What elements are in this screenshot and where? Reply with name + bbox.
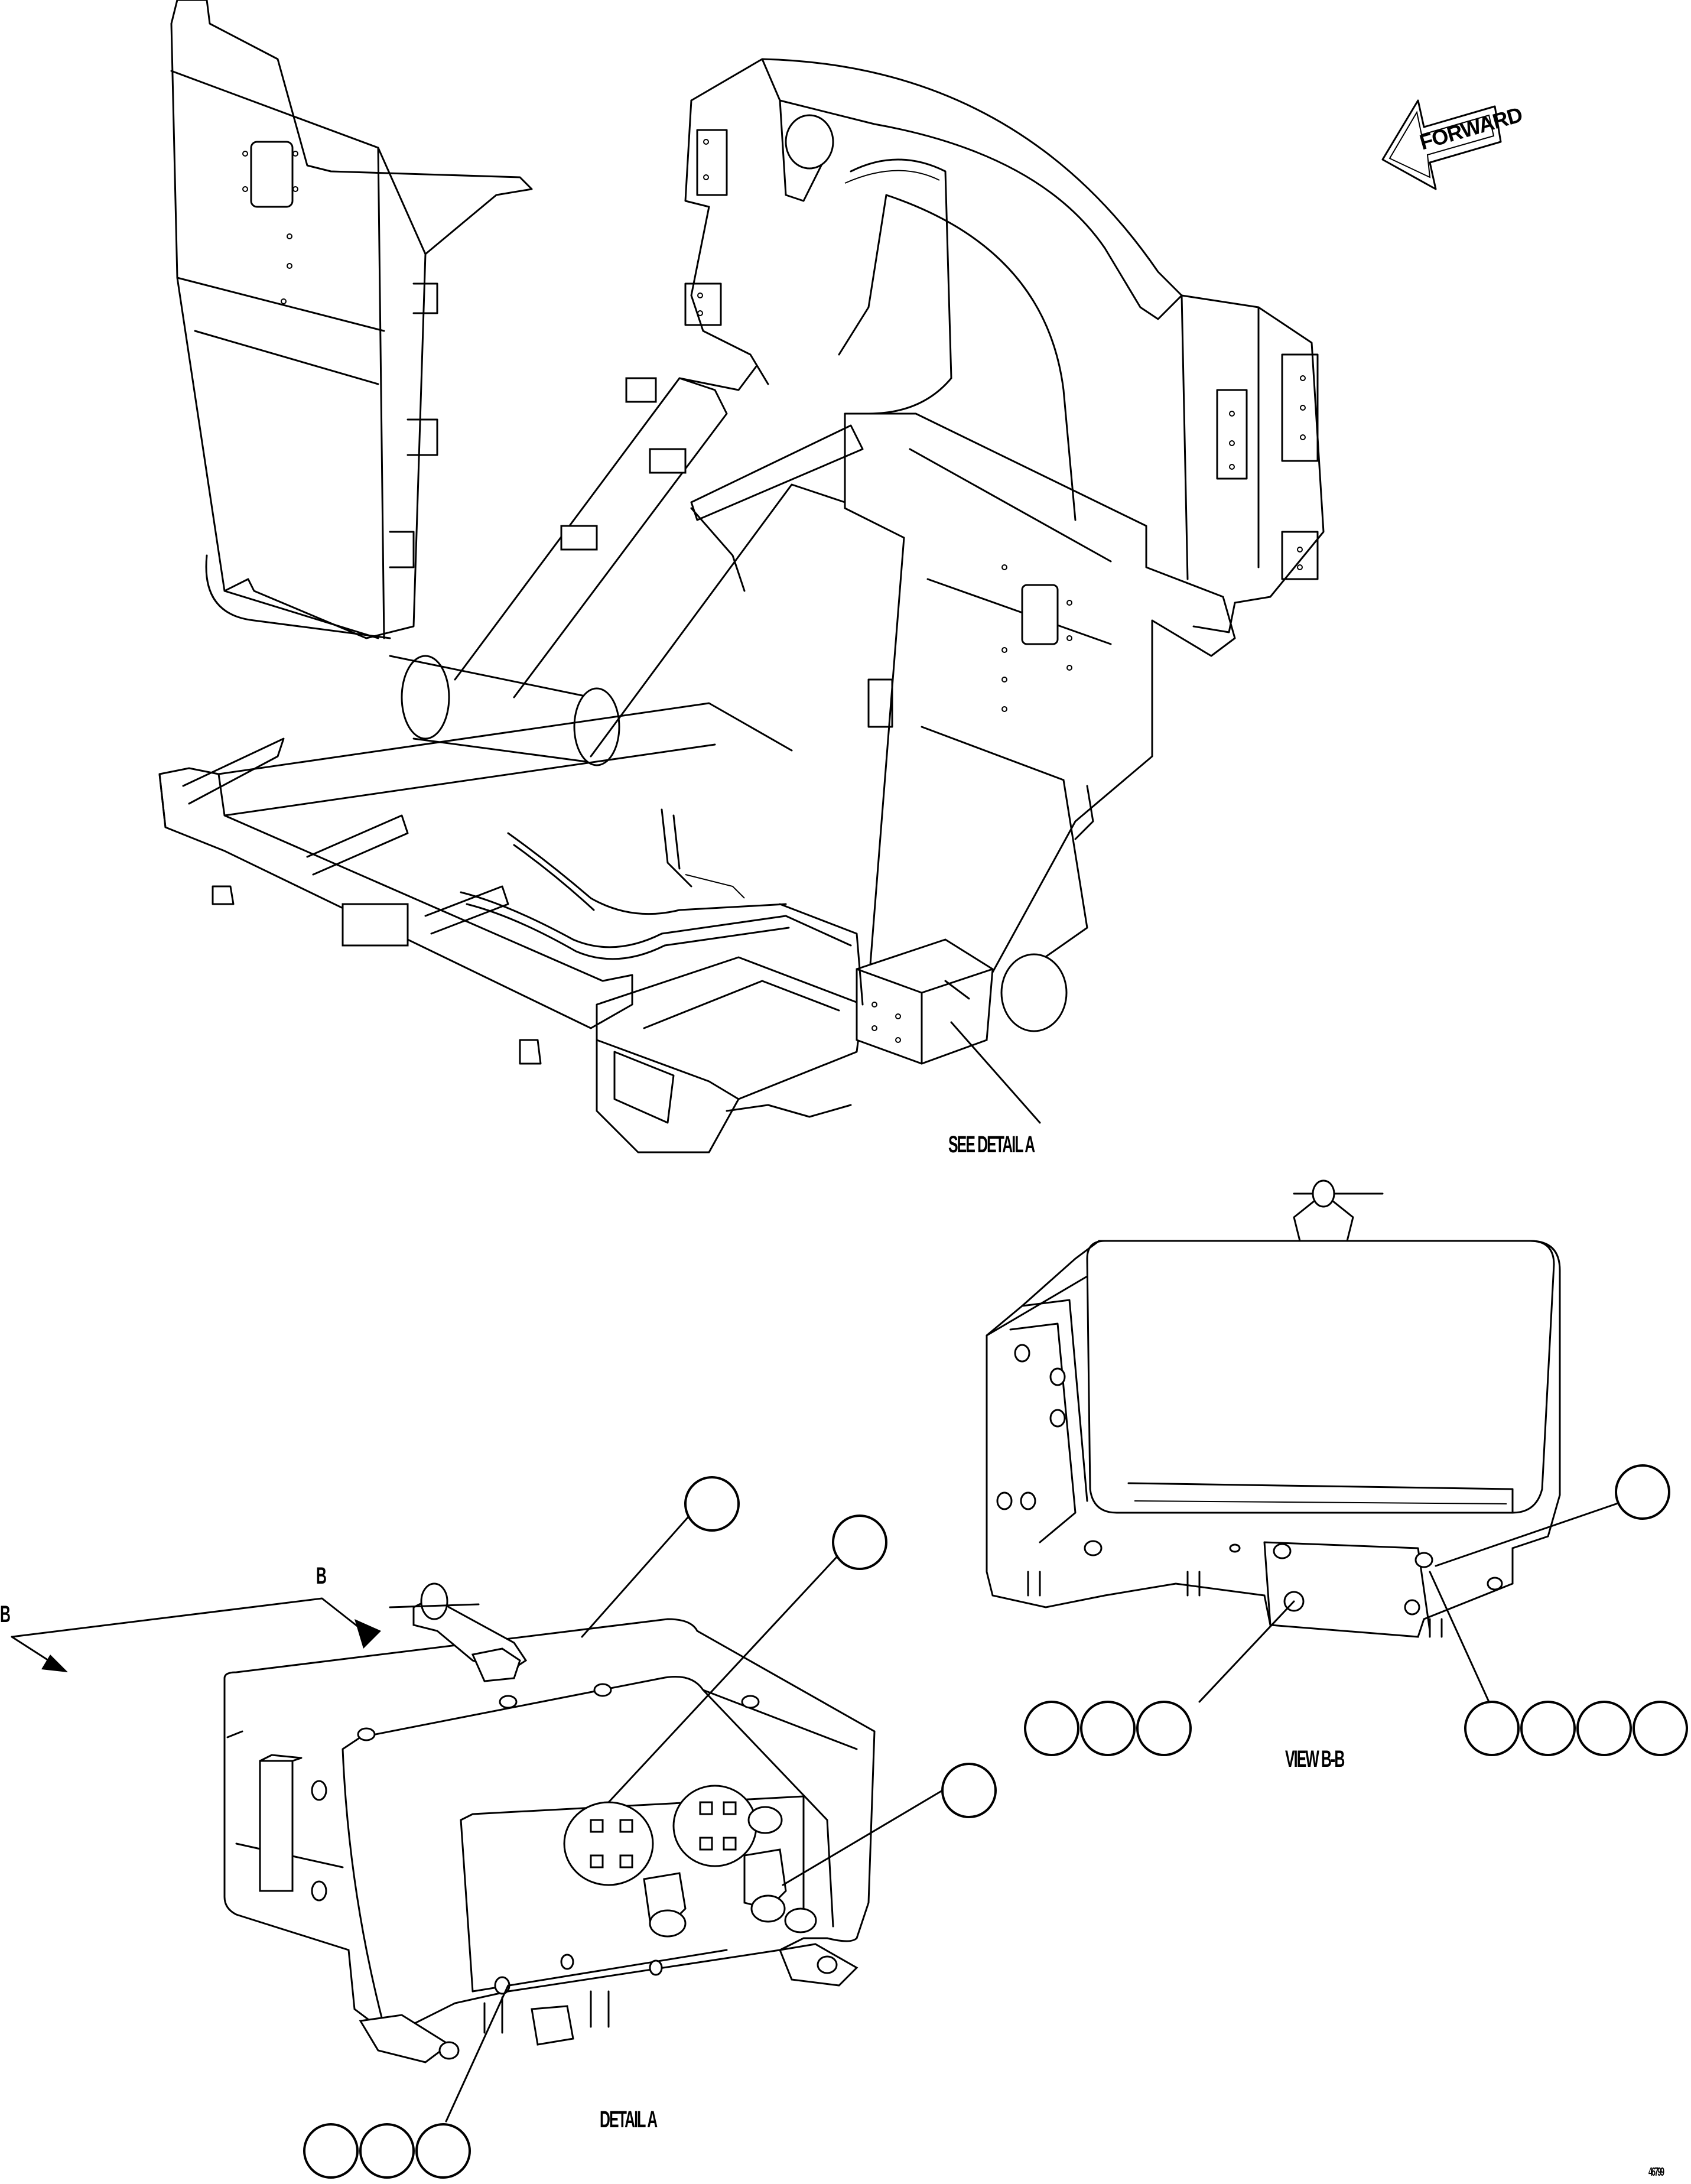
callout-bubble — [415, 2123, 471, 2179]
callout-bubble — [1080, 1701, 1136, 1756]
callout-bubble — [1136, 1701, 1192, 1756]
view-bb-drawing — [986, 1179, 1626, 1703]
forward-arrow — [1381, 99, 1502, 190]
callout-bubble — [832, 1514, 887, 1570]
frame-assembly — [158, 0, 1325, 1153]
section-b-left-label: B — [0, 1601, 11, 1627]
callout-bubble — [359, 2123, 415, 2179]
view-bb-label: VIEW B-B — [1285, 1746, 1345, 1772]
callout-bubble — [1024, 1701, 1079, 1756]
callout-bubble — [1615, 1464, 1670, 1520]
detail-a-drawing — [11, 1506, 944, 2123]
callout-bubbles — [303, 1464, 1688, 2179]
detail-a-label: DETAIL A — [600, 2107, 658, 2133]
callout-bubble — [1464, 1701, 1520, 1756]
callout-bubble — [1576, 1701, 1632, 1756]
drawing-number: 46799 — [1648, 2166, 1664, 2179]
callout-bubble — [303, 2123, 359, 2179]
callout-bubble — [1520, 1701, 1576, 1756]
see-detail-a-label: SEE DETAIL A — [948, 1132, 1035, 1158]
callout-bubble — [1633, 1701, 1688, 1756]
section-b-top-label: B — [316, 1563, 327, 1589]
callout-bubble — [941, 1763, 997, 1818]
callout-bubble — [684, 1476, 740, 1532]
